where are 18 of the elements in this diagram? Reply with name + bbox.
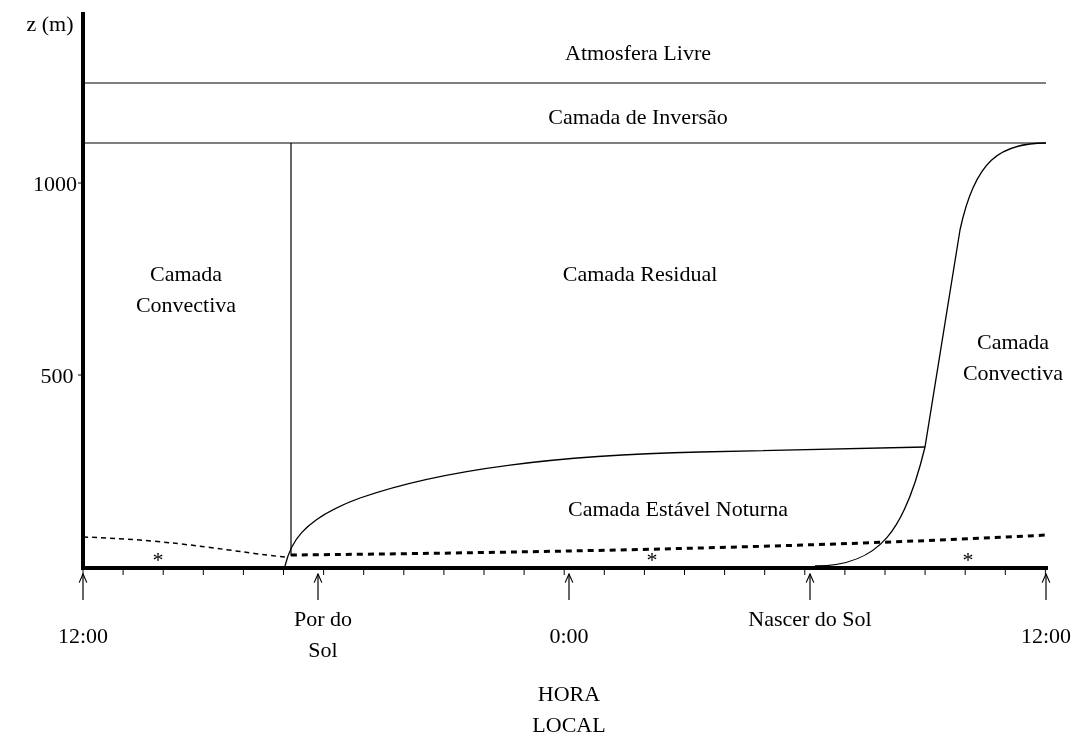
time-label: 0:00 <box>548 622 590 650</box>
tick-label: 500 <box>39 362 75 390</box>
layer-label: Atmosfera Livre <box>564 39 712 67</box>
layer-label: Camada Residual <box>561 260 719 288</box>
axis-label: HORA LOCAL <box>531 680 607 738</box>
asterisk: * <box>645 546 659 574</box>
time-label: 12:00 <box>1019 622 1073 650</box>
tick-label: 1000 <box>32 170 78 198</box>
time-label: 12:00 <box>56 622 110 650</box>
asterisk: * <box>151 546 165 574</box>
layer-label: Camada Convectiva <box>134 260 238 319</box>
layer-label: Camada Estável Noturna <box>567 495 789 523</box>
time-label: Por do Sol <box>292 605 354 664</box>
axis-label: z (m) <box>25 10 75 38</box>
layer-label: Camada Convectiva <box>961 328 1065 387</box>
asterisk: * <box>961 546 975 574</box>
time-label: Nascer do Sol <box>747 605 873 633</box>
layer-label: Camada de Inversão <box>547 103 729 131</box>
